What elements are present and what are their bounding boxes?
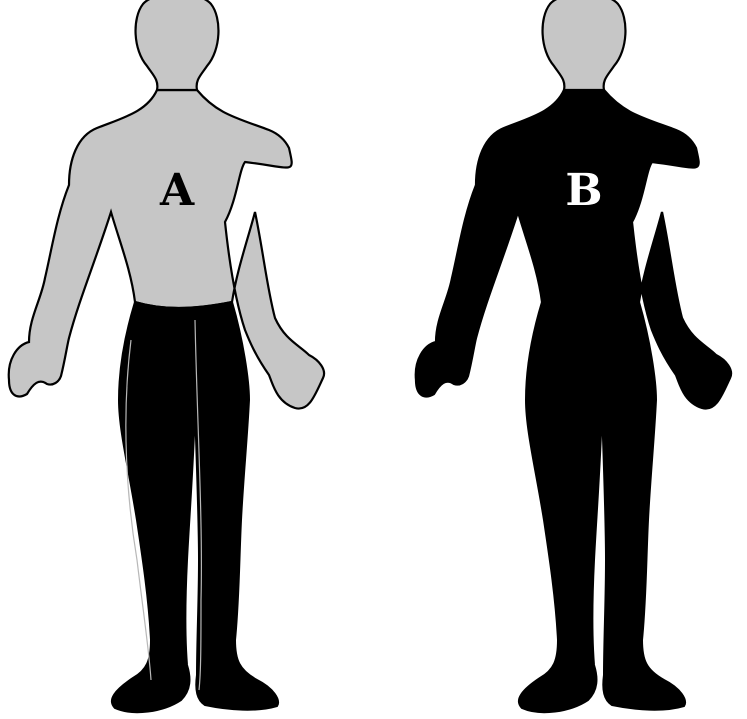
figure-a-label: A — [159, 165, 195, 216]
figure-b-legs — [519, 302, 685, 712]
figure-b: B — [416, 0, 731, 712]
figure-a-trousers — [112, 302, 278, 712]
figure-a: A — [9, 0, 324, 712]
figure-b-label: B — [565, 165, 602, 216]
figure-a-head — [136, 0, 219, 90]
figure-b-head — [543, 0, 626, 90]
